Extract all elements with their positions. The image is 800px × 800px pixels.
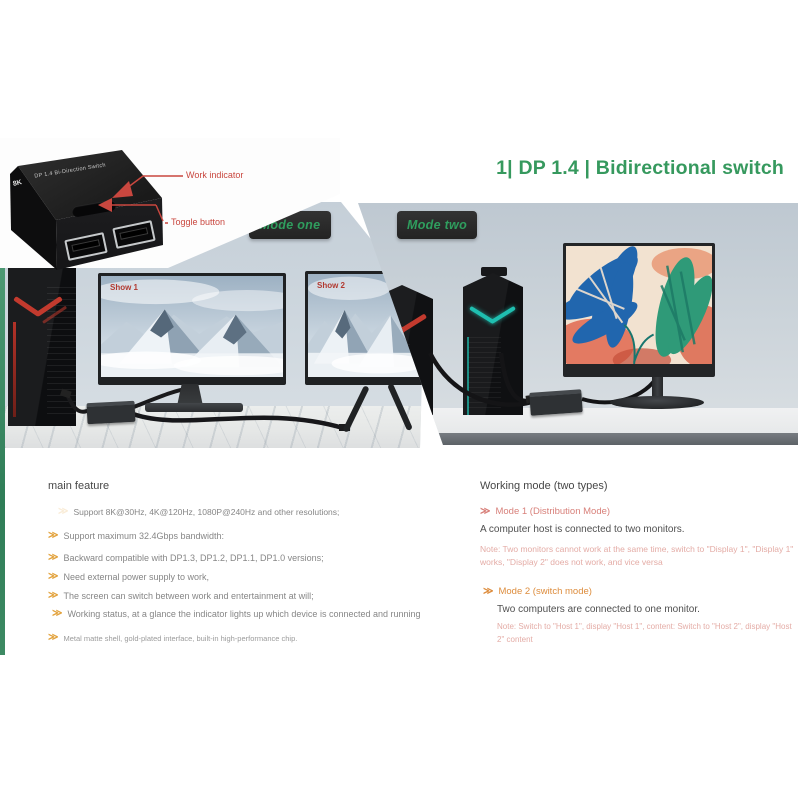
chevron-bullet-icon: ≫ [52, 608, 63, 619]
scene-mode-two [358, 203, 798, 445]
chevron-bullet-icon: ≫ [483, 585, 494, 597]
main-feature-section: main feature ≫ Support 8K@30Hz, 4K@120Hz… [48, 480, 448, 644]
tropical-wallpaper [566, 246, 712, 364]
screen-label: Show 1 [110, 283, 139, 292]
tower-vents [467, 336, 501, 408]
feature-text: Backward compatible with DP1.3, DP1.2, D… [63, 553, 324, 563]
feature-text: Metal matte shell, gold-plated interface… [63, 634, 298, 643]
dp-switch-on-desk [86, 400, 136, 425]
dp-switch-on-desk [529, 389, 583, 416]
mountain-wallpaper [101, 276, 283, 377]
monitor-3 [563, 243, 715, 377]
pc-tower-teal-accent [463, 273, 523, 415]
mode2-note: Note: Switch to "Host 1", display "Host … [497, 622, 792, 644]
chevron-bullet-icon: ≫ [48, 590, 59, 601]
tower-red-accent [398, 313, 428, 334]
feature-text: Need external power supply to work, [63, 572, 210, 582]
monitor-2-screen: Show 2 [308, 274, 424, 377]
working-mode-section: Working mode (two types) ≫ Mode 1 (Distr… [480, 480, 800, 646]
feature-item: ≫ Support maximum 32.4Gbps bandwidth: [48, 531, 448, 542]
left-accent-bar [0, 150, 5, 655]
chevron-bullet-icon: ≫ [58, 506, 69, 517]
monitor-3-base [610, 396, 704, 409]
feature-item: ≫ Support 8K@30Hz, 4K@120Hz, 1080P@240Hz… [58, 507, 448, 518]
chevron-bullet-icon: ≫ [48, 632, 59, 643]
tower-top-handle [481, 267, 507, 276]
screen-label: Show 2 [317, 281, 346, 290]
feature-item: ≫ Backward compatible with DP1.3, DP1.2,… [48, 553, 448, 564]
feature-text: Support maximum 32.4Gbps bandwidth: [63, 531, 225, 541]
feature-list: ≫ Support 8K@30Hz, 4K@120Hz, 1080P@240Hz… [48, 507, 448, 644]
mode-two-badge: Mode two [397, 211, 477, 239]
work-indicator-callout: Work indicator [186, 170, 244, 180]
mountain-wallpaper [308, 274, 424, 377]
monitor-1: Show 1 [98, 273, 286, 385]
monitor-3-stand [652, 377, 663, 399]
page-title: 1| DP 1.4 | Bidirectional switch [496, 157, 784, 179]
mode1-description: A computer host is connected to two moni… [480, 524, 685, 535]
dp-switch-device: DP 1.4 Bi-Direction Switch 8K [10, 148, 180, 282]
working-mode-heading: Working mode (two types) [480, 480, 608, 492]
mode2-title: ≫ Mode 2 (switch mode) [483, 586, 800, 597]
mode-two-label: Mode two [406, 218, 468, 232]
desk-front-edge [358, 433, 798, 445]
monitor-1-base [145, 403, 243, 412]
chevron-bullet-icon: ≫ [48, 552, 59, 563]
feature-text: Working status, at a glance the indicato… [67, 609, 421, 619]
monitor-1-stand [177, 384, 203, 406]
tower-teal-glow [467, 337, 469, 415]
mode2-description: Two computers are connected to one monit… [497, 604, 700, 615]
mode2-title-text: Mode 2 (switch mode) [498, 586, 592, 597]
feature-item: ≫ Metal matte shell, gold-plated interfa… [48, 633, 448, 644]
feature-item: ≫ The screen can switch between work and… [48, 591, 448, 602]
mode1-title: ≫ Mode 1 (Distribution Mode) [480, 506, 800, 517]
mode1-title-text: Mode 1 (Distribution Mode) [495, 506, 611, 517]
feature-text: The screen can switch between work and e… [63, 591, 314, 601]
toggle-button-callout: Toggle button [171, 217, 226, 227]
main-feature-heading: main feature [48, 480, 110, 492]
chevron-bullet-icon: ≫ [48, 571, 59, 582]
monitor-1-screen: Show 1 [101, 276, 283, 377]
chevron-bullet-icon: ≫ [480, 505, 491, 517]
feature-text: Support 8K@30Hz, 4K@120Hz, 1080P@240Hz a… [73, 507, 340, 517]
monitor-3-screen [566, 246, 712, 364]
tower-red-edge [13, 322, 16, 417]
feature-item: ≫ Need external power supply to work, [48, 572, 448, 583]
chevron-bullet-icon: ≫ [48, 530, 59, 541]
mode1-note: Note: Two monitors cannot work at the sa… [480, 544, 794, 567]
tower-teal-accent [490, 305, 516, 325]
feature-item: ≫ Working status, at a glance the indica… [52, 609, 448, 620]
